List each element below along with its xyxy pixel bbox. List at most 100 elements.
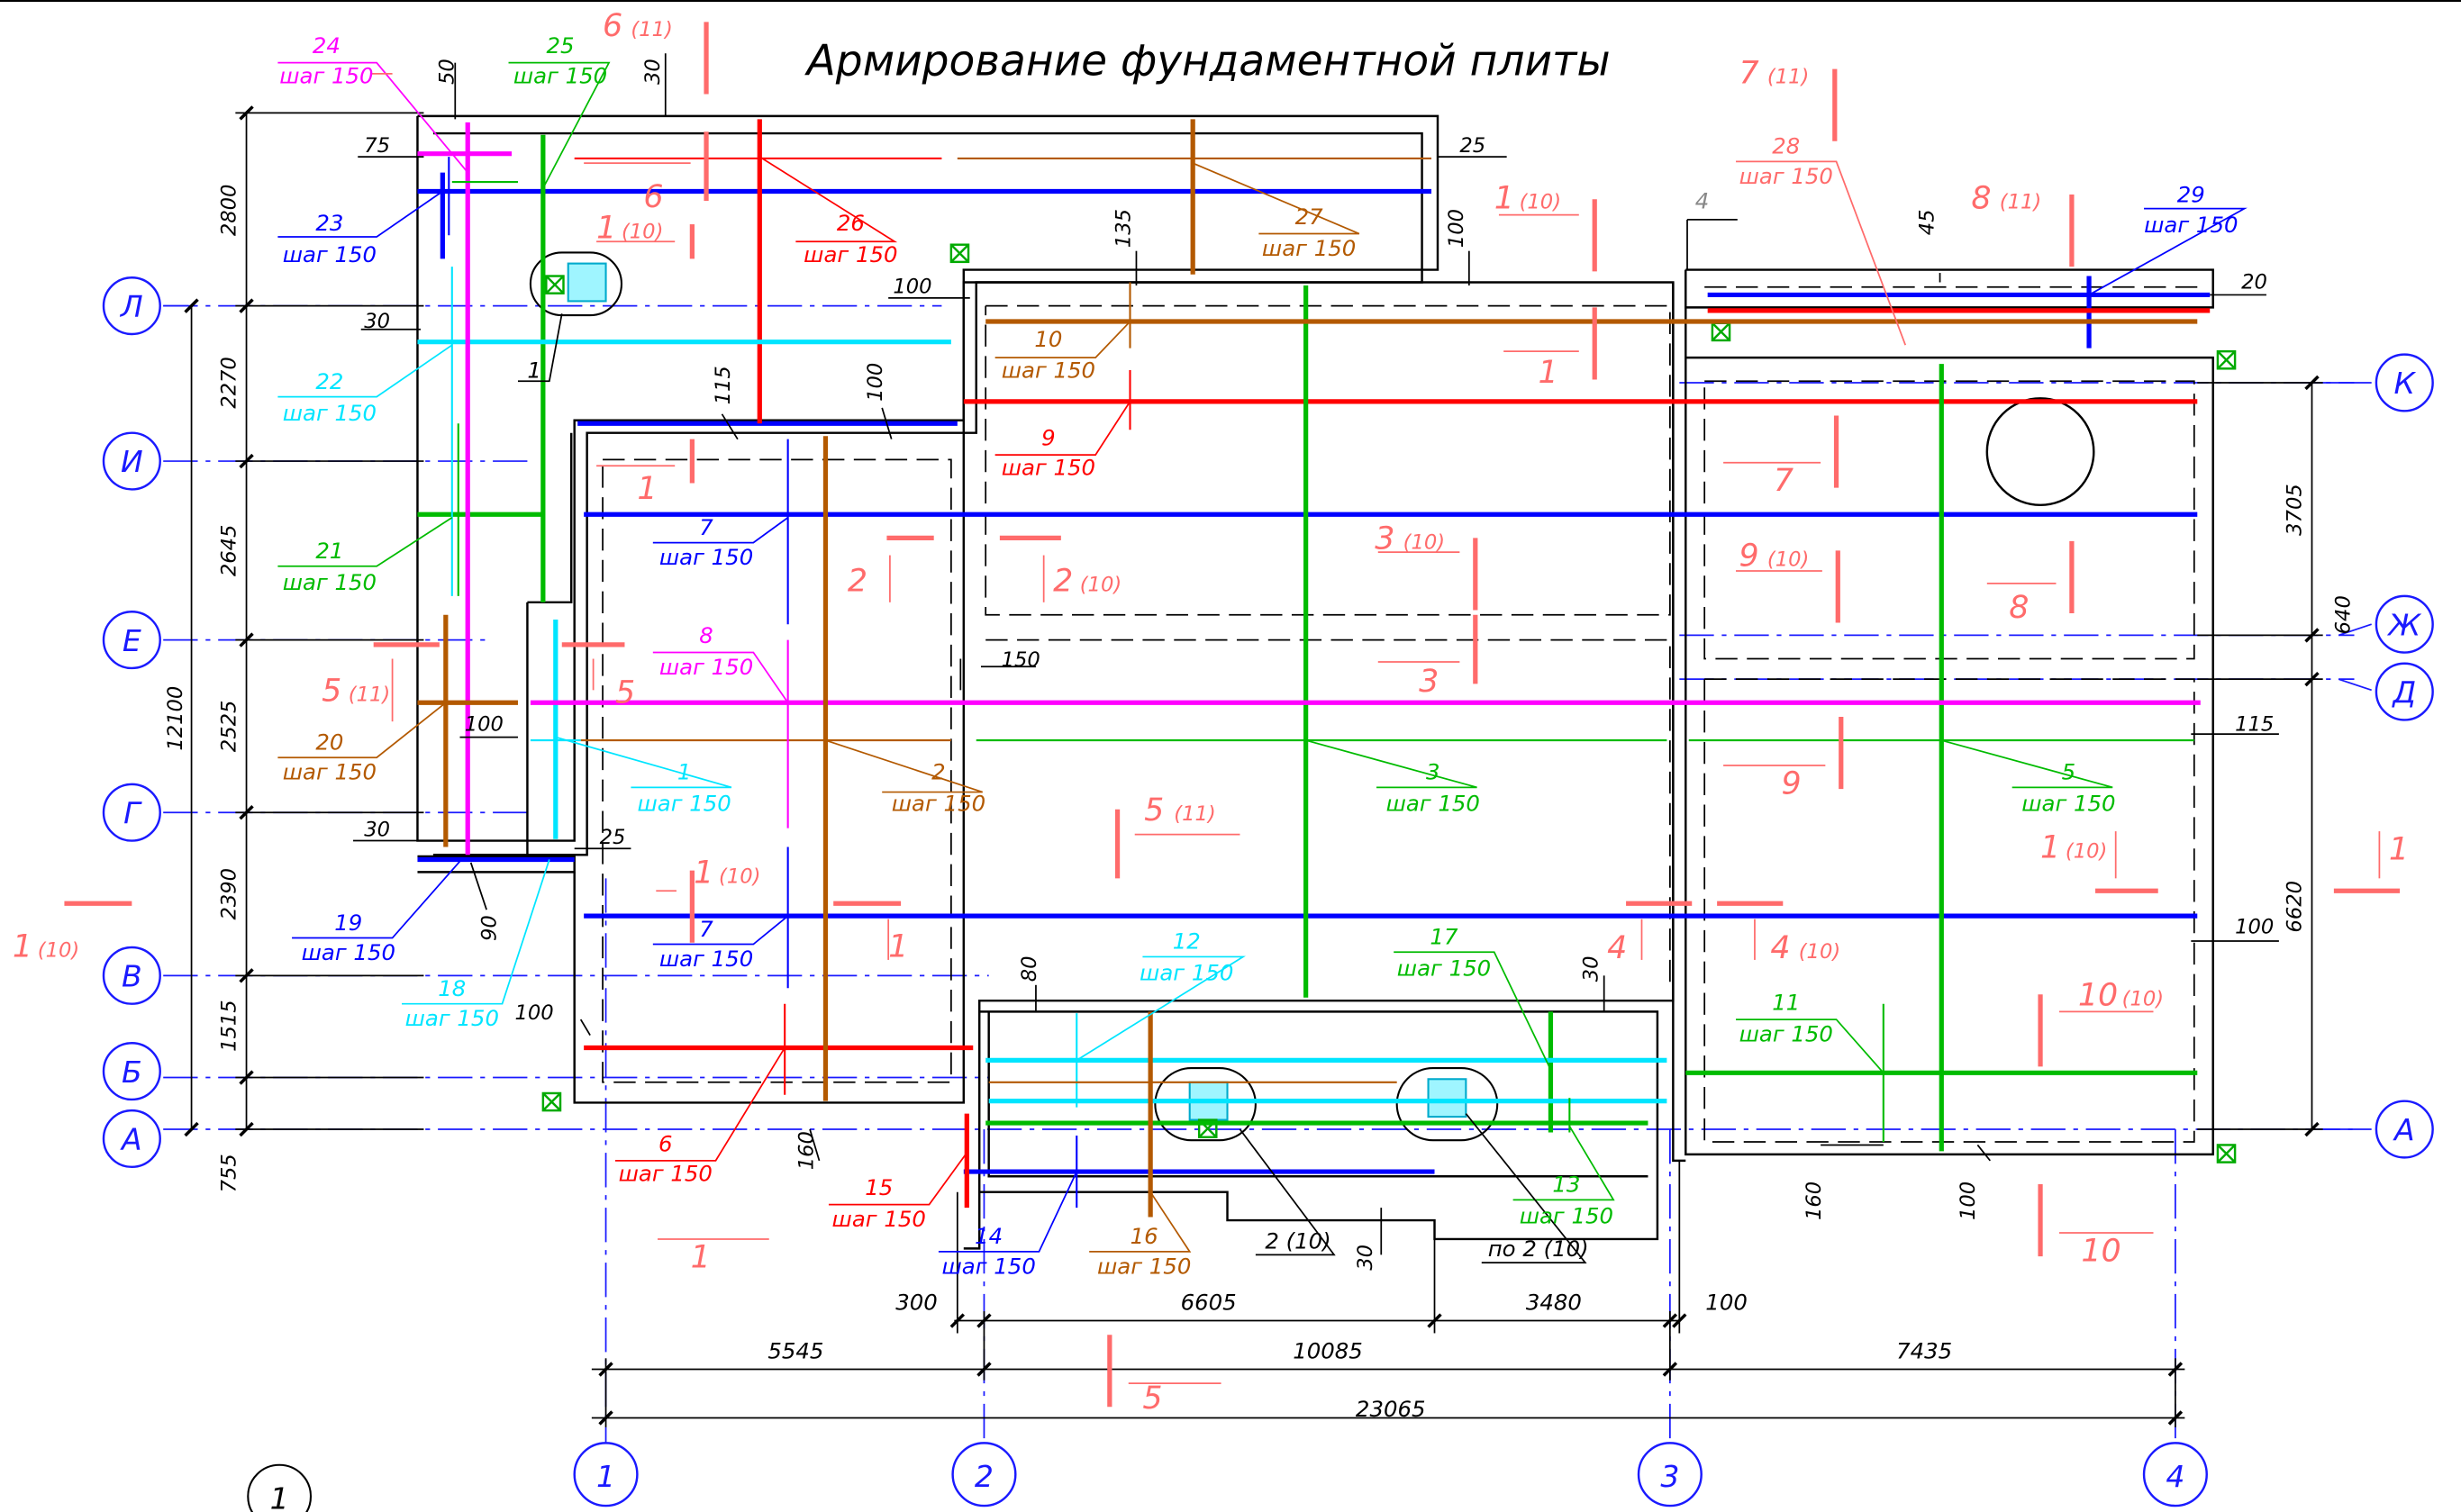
svg-text:2390: 2390 [217,868,241,920]
svg-text:3480: 3480 [1526,1289,1582,1315]
svg-text:5545: 5545 [767,1337,823,1363]
svg-text:28: 28 [1772,133,1800,159]
notes: 1 2 (10) по 2 (10) 4 [527,188,1709,1262]
svg-text:шаг 150: шаг 150 [637,790,731,816]
axis-bubble-i [102,431,161,491]
svg-text:(10): (10) [2066,840,2107,864]
rebar-green [417,134,2198,1152]
axis-label-k: К [2394,366,2417,401]
svg-text:100: 100 [465,713,504,737]
svg-text:12: 12 [1173,928,1201,955]
svg-text:20: 20 [2241,270,2267,294]
rebar-cyan [417,340,1667,1104]
axis-label-v: В [122,959,142,994]
svg-text:шаг 150: шаг 150 [832,1206,926,1232]
svg-text:шаг 150: шаг 150 [279,62,373,88]
svg-text:шаг 150: шаг 150 [2021,790,2115,816]
svg-text:(11): (11) [1174,802,1215,826]
svg-text:(10): (10) [2122,987,2164,1010]
svg-text:29: 29 [2177,182,2205,208]
axis-bubble-1 [573,1442,639,1507]
svg-text:1: 1 [694,856,713,892]
svg-text:50: 50 [436,59,459,85]
svg-text:шаг 150: шаг 150 [1097,1253,1191,1279]
axis-bubbles [102,276,2434,1507]
axis-bubble-l [102,276,161,336]
svg-text:135: 135 [1112,209,1135,248]
axis-leaders [163,304,2372,1130]
svg-text:1: 1 [677,759,692,785]
svg-text:(10): (10) [1403,531,1445,555]
svg-text:шаг 150: шаг 150 [1386,790,1480,816]
svg-text:2270: 2270 [217,357,241,409]
svg-text:25: 25 [546,32,574,59]
svg-text:21: 21 [315,538,343,564]
axis-bubble-zh [2375,594,2434,654]
svg-text:(10): (10) [1080,574,1122,597]
axis-label-l: Л [120,289,143,324]
svg-text:шаг 150: шаг 150 [1397,955,1491,981]
svg-text:2 (10): 2 (10) [1265,1227,1330,1254]
svg-text:шаг 150: шаг 150 [302,939,395,965]
svg-text:14: 14 [975,1223,1003,1249]
svg-text:15: 15 [865,1174,893,1200]
svg-text:150: 150 [1002,648,1040,672]
svg-text:11: 11 [1772,990,1800,1016]
svg-text:115: 115 [712,366,735,404]
svg-text:100: 100 [1705,1289,1748,1315]
svg-text:3: 3 [1419,664,1439,700]
axis-labels: Л И Е Г В Б А К Ж Д А 1 2 3 4 [120,289,2422,1494]
svg-text:22: 22 [315,368,343,394]
svg-text:(11): (11) [631,18,672,41]
svg-text:13: 13 [1552,1172,1580,1198]
svg-text:30: 30 [364,818,390,841]
svg-text:6605: 6605 [1181,1289,1237,1315]
svg-text:45: 45 [1916,209,1939,235]
svg-text:2: 2 [848,564,867,600]
axis-bubble-d [2375,662,2434,721]
svg-text:(10): (10) [38,938,79,962]
svg-text:5: 5 [1144,792,1164,828]
svg-text:12100: 12100 [164,686,187,751]
svg-text:4: 4 [1607,930,1627,966]
svg-text:10: 10 [1034,326,1062,352]
svg-text:100: 100 [864,363,887,402]
svg-text:шаг 150: шаг 150 [283,241,377,267]
svg-text:5: 5 [322,674,341,710]
svg-text:шаг 150: шаг 150 [1002,358,1095,384]
svg-text:2800: 2800 [217,185,241,237]
svg-text:шаг 150: шаг 150 [283,759,377,785]
axis-bubble-k [2375,353,2434,412]
svg-text:1515: 1515 [217,1000,241,1052]
svg-text:300: 300 [895,1289,938,1315]
svg-text:9: 9 [1739,539,1759,575]
svg-text:640: 640 [2331,595,2355,634]
svg-text:6: 6 [603,8,622,44]
svg-text:100: 100 [514,1001,553,1025]
svg-text:7: 7 [699,514,713,540]
axis-label-e: Е [123,623,141,658]
svg-text:25: 25 [1459,134,1485,158]
axis-label-zh: Ж [2386,607,2421,642]
section-arrows [370,72,2381,1385]
svg-text:30: 30 [1580,956,1603,982]
rebar-magenta [417,122,2201,856]
svg-text:7: 7 [1739,55,1759,91]
axis-label-i: И [121,444,143,479]
green-markers [541,243,2237,1163]
axis-label-4: 4 [2166,1459,2184,1494]
sheet-number-circle [247,1463,313,1512]
svg-text:1: 1 [2389,831,2409,867]
svg-text:16: 16 [1131,1223,1158,1249]
svg-text:6620: 6620 [2283,881,2306,933]
svg-text:2: 2 [1053,564,1073,600]
axis-label-g: Г [123,795,142,830]
svg-text:3705: 3705 [2283,484,2306,536]
svg-text:(11): (11) [349,684,390,707]
svg-text:10085: 10085 [1293,1337,1363,1363]
svg-text:3: 3 [1426,759,1440,785]
svg-text:(10): (10) [622,221,663,244]
svg-text:5: 5 [1142,1381,1162,1417]
svg-text:75: 75 [364,134,390,158]
